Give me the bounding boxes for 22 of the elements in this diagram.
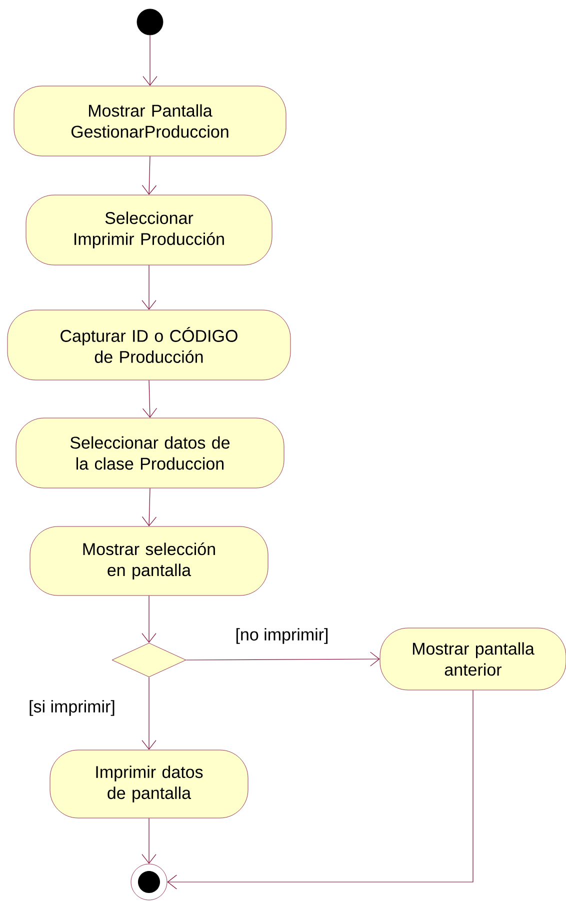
arrow [186,652,380,666]
activity-box: Seleccionar Imprimir Producción [26,194,272,266]
arrow [142,156,157,195]
activity-box: Mostrar selección en pantalla [30,526,268,596]
arrow [142,264,156,310]
activity-box: Mostrar Pantalla GestionarProduccion [14,86,286,156]
arrow [142,34,158,86]
arrow [167,690,474,890]
activity-box: Capturar ID o CÓDIGO de Producción [7,310,291,380]
arrow [142,818,156,864]
arrow [142,380,158,418]
arrow [142,488,157,526]
arrow [142,595,156,643]
end-bullseye [130,864,168,900]
arrow [142,676,156,750]
decision-diamond [112,642,186,678]
activity-box: Mostrar pantalla anterior [380,628,566,690]
activity-box: Imprimir datos de pantalla [50,750,248,818]
start-dot [136,8,164,36]
activity-box: Seleccionar datos de la clase Produccion [16,418,284,488]
edge-label: [si imprimir] [28,699,116,717]
edge-label: [no imprimir] [234,627,330,645]
